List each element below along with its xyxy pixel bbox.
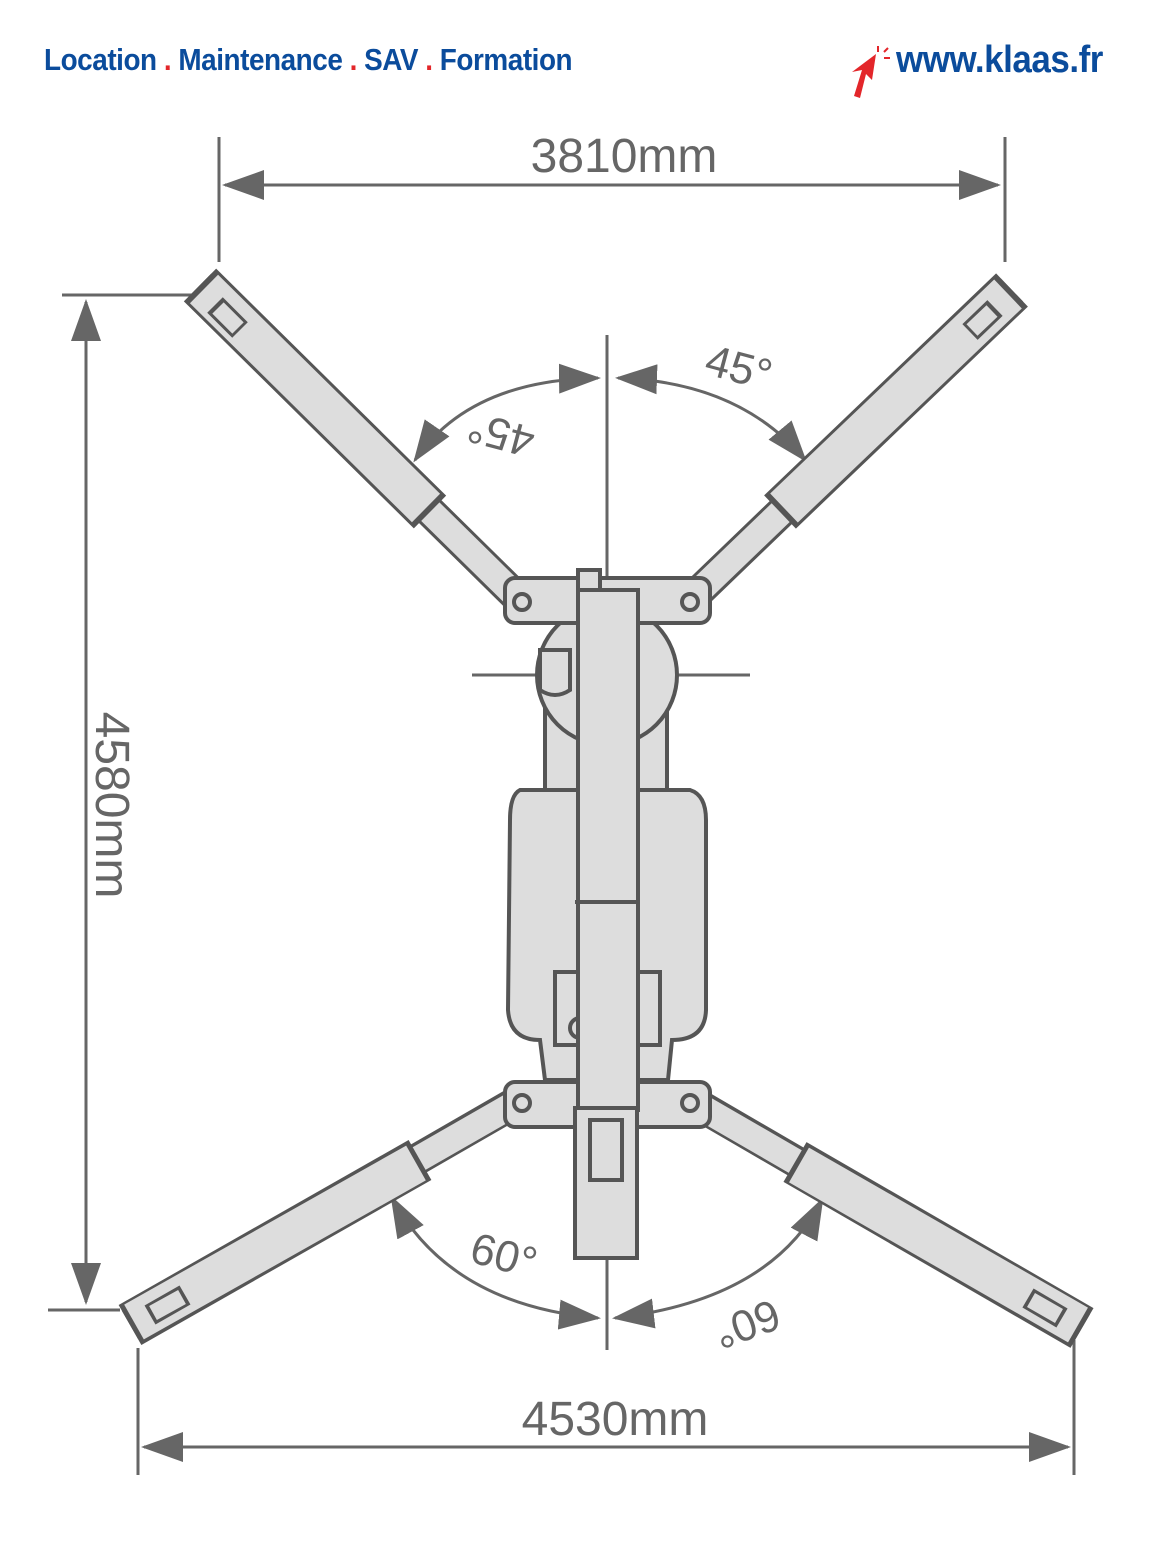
height-label: 4580mm bbox=[85, 712, 138, 899]
machine-body bbox=[503, 568, 712, 1260]
pivot-pin bbox=[512, 592, 532, 612]
outrigger-upper-right bbox=[678, 273, 1028, 612]
outrigger-lower-right bbox=[681, 1086, 1094, 1348]
lower-left-angle-label: 60° bbox=[465, 1224, 542, 1289]
basket-frame bbox=[588, 1118, 624, 1182]
website-link[interactable]: www.klaas.fr bbox=[848, 30, 1121, 98]
separator-dot: . bbox=[349, 42, 358, 77]
service-maintenance: Maintenance bbox=[178, 42, 343, 77]
separator-dot: . bbox=[163, 42, 172, 77]
hook-bracket bbox=[538, 648, 572, 697]
angle-arc-upper-left bbox=[413, 363, 601, 463]
angle-arc-lower-left bbox=[390, 1195, 601, 1330]
boom-head bbox=[573, 1106, 639, 1260]
service-sav: SAV bbox=[364, 42, 419, 77]
pivot-pin bbox=[512, 1093, 532, 1113]
cursor-click-icon bbox=[852, 46, 890, 98]
outrigger-upper-left bbox=[183, 268, 532, 612]
website-url: www.klaas.fr bbox=[896, 38, 1103, 81]
angle-arc-upper-right bbox=[615, 364, 807, 463]
service-formation: Formation bbox=[439, 42, 573, 77]
outrigger-lower-left bbox=[118, 1086, 528, 1345]
boom bbox=[576, 588, 640, 1112]
top-width-label: 3810mm bbox=[531, 130, 718, 183]
services-tagline: Location.Maintenance.SAV.Formation bbox=[44, 42, 573, 78]
pivot-pin bbox=[680, 592, 700, 612]
lower-right-angle-label: 60° bbox=[707, 1289, 786, 1358]
upper-right-angle-label: 45° bbox=[700, 336, 777, 401]
boom-lug bbox=[576, 568, 602, 592]
outrigger-arms bbox=[118, 268, 1094, 1348]
pivot-pin bbox=[680, 1093, 700, 1113]
separator-dot: . bbox=[425, 42, 433, 77]
bottom-width-label: 4530mm bbox=[522, 1393, 709, 1446]
angle-arc-lower-right bbox=[612, 1197, 824, 1329]
service-location: Location bbox=[44, 42, 157, 77]
upper-left-angle-label: 45° bbox=[463, 402, 540, 467]
